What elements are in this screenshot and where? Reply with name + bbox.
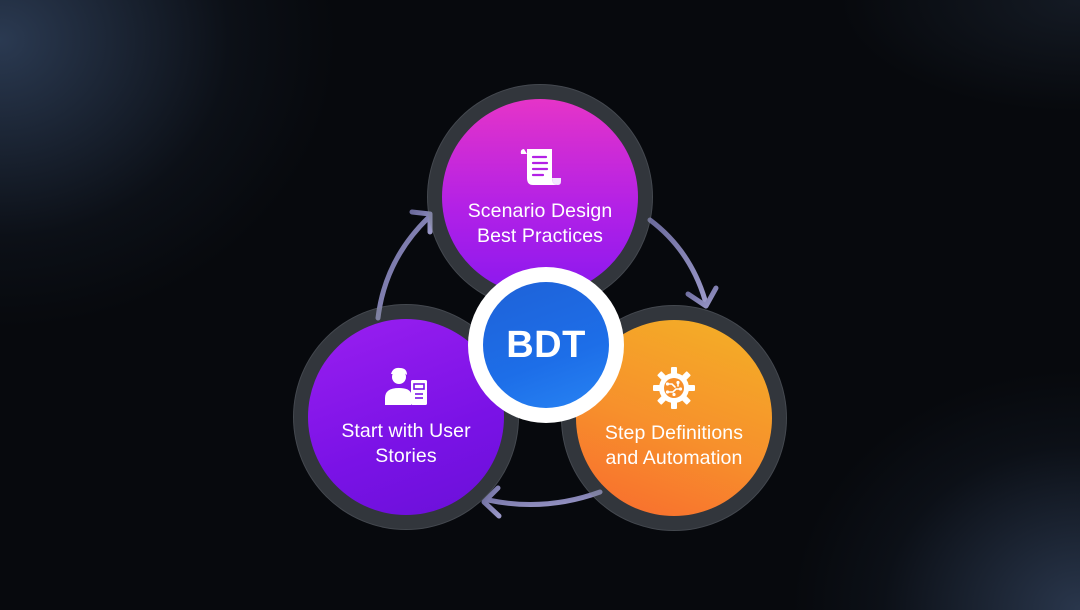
arrow-head-right xyxy=(685,285,719,309)
arrow-head-top xyxy=(409,209,433,235)
arrow-top-to-right xyxy=(647,217,708,303)
arrow-left-to-top xyxy=(375,215,431,321)
scroll-document-icon xyxy=(520,149,561,185)
node-label-scenario-design: Scenario Design Best Practices xyxy=(467,200,613,247)
gear-circuit-icon xyxy=(653,367,695,409)
user-story-icon xyxy=(385,367,427,405)
node-scenario-design: Scenario Design Best Practices xyxy=(442,99,638,295)
arrow-right-to-left xyxy=(485,489,603,507)
node-label-step-definitions: Step Definitions and Automation xyxy=(604,422,744,469)
arrow-head-left xyxy=(481,485,502,519)
center-hub-label: BDT xyxy=(506,323,586,366)
node-label-user-stories: Start with User Stories xyxy=(341,420,471,467)
center-hub: BDT xyxy=(483,282,609,408)
